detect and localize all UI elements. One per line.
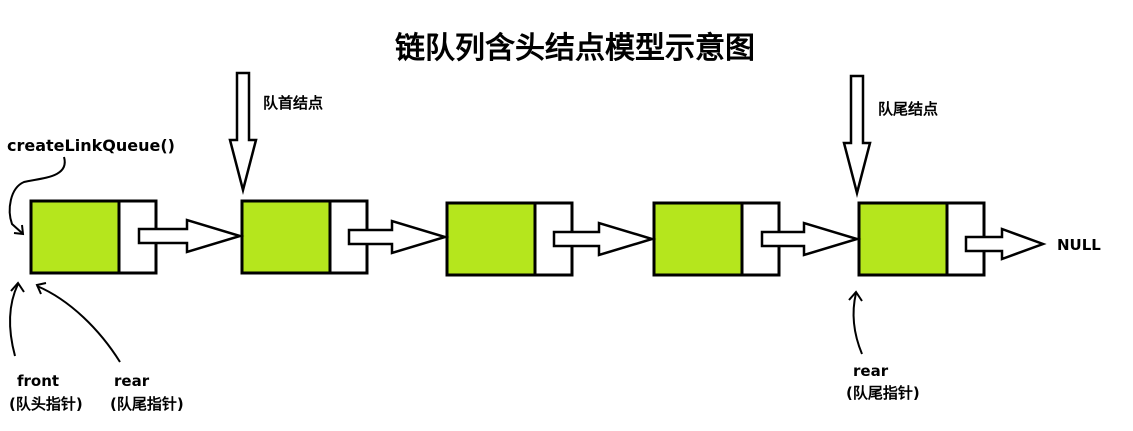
- node-list: [29, 199, 986, 277]
- head-node-data: [29, 199, 121, 275]
- node-3: [652, 201, 781, 277]
- tail-node-down-arrow: [842, 74, 872, 198]
- rear-pointer-right-name: rear: [853, 362, 889, 380]
- node-3-data: [652, 201, 744, 277]
- tail-node-pointer: [945, 201, 986, 277]
- node-1: [240, 199, 369, 275]
- rear-left-arrowhead: [35, 282, 47, 295]
- next-arrow-2: [347, 219, 450, 255]
- rear-left-curve-arrow: [36, 285, 121, 363]
- head-node-label: 队首结点: [263, 94, 323, 112]
- node-1-data: [240, 199, 332, 275]
- front-pointer-desc: (队头指针): [9, 395, 83, 413]
- front-curve-arrow: [9, 283, 19, 357]
- tail-node-data: [857, 201, 949, 277]
- create-link-queue-label: createLinkQueue(): [7, 136, 175, 155]
- head-node-down-arrow: [228, 71, 258, 195]
- node-2-data: [445, 201, 537, 277]
- next-arrow-4: [760, 221, 862, 257]
- diagram-title: 链队列含头结点模型示意图: [395, 31, 755, 66]
- rear-pointer-right-desc: (队尾指针): [846, 384, 920, 402]
- front-pointer-name: front: [17, 372, 59, 390]
- rear-right-arrowhead: [848, 290, 863, 302]
- tail-node-label: 队尾结点: [878, 100, 938, 118]
- null-arrow: [964, 227, 1047, 261]
- rear-pointer-left-name: rear: [114, 372, 150, 390]
- create-fn-arrowhead: [13, 224, 25, 236]
- next-arrow-3: [552, 221, 657, 257]
- front-arrowhead: [10, 281, 25, 293]
- rear-pointer-left-desc: (队尾指针): [110, 395, 184, 413]
- next-arrow-1: [137, 218, 245, 254]
- null-label: NULL: [1057, 236, 1101, 254]
- create-fn-curve-arrow: [8, 156, 66, 234]
- rear-right-curve-arrow: [852, 292, 863, 355]
- head-node: [29, 199, 158, 275]
